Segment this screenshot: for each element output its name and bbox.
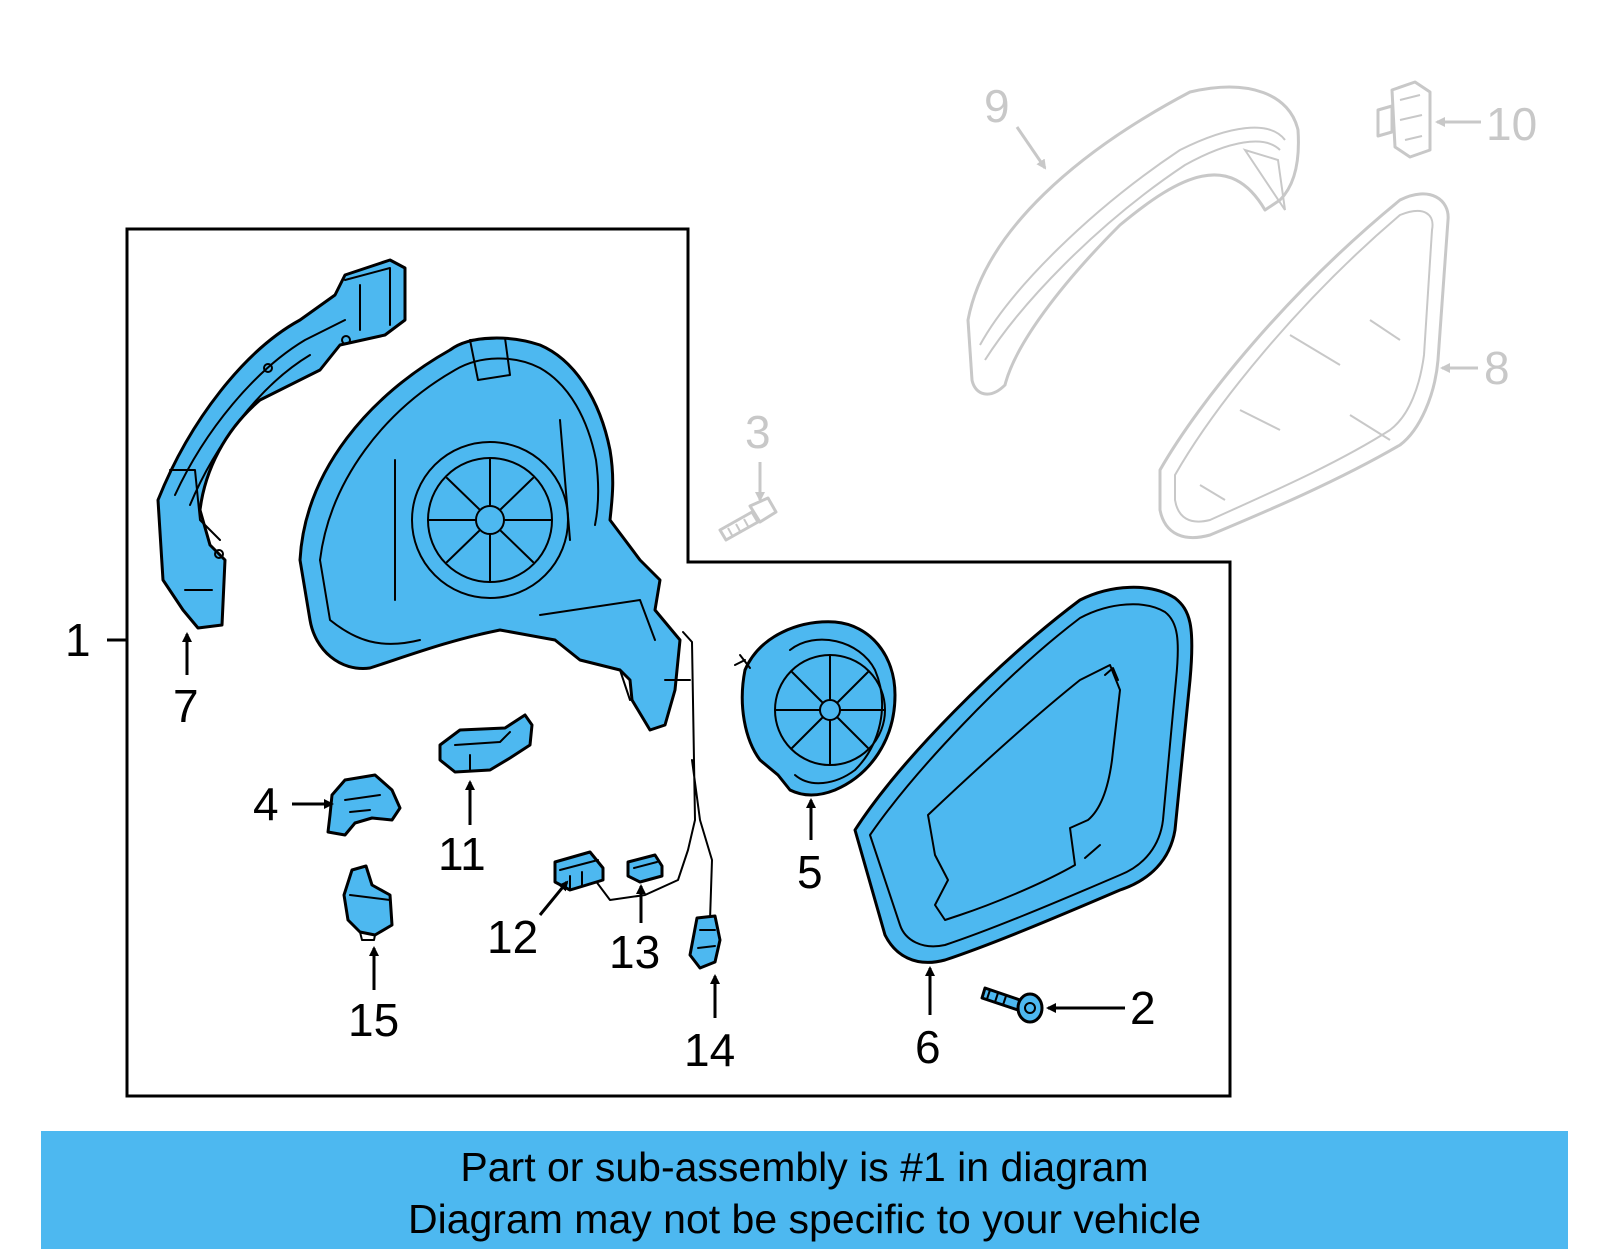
callout-7[interactable]: 7 (173, 680, 199, 732)
callout-6[interactable]: 6 (915, 1021, 941, 1073)
callout-12[interactable]: 12 (487, 911, 538, 963)
banner-line-assembly: Part or sub-assembly is #1 in diagram (460, 1144, 1149, 1190)
callout-4[interactable]: 4 (253, 778, 279, 830)
callout-13[interactable]: 13 (609, 926, 660, 978)
connector-part-14[interactable] (688, 914, 722, 970)
connector-part-13[interactable] (626, 853, 664, 884)
assembly-boundary (125, 227, 1232, 1098)
info-banner: Part or sub-assembly is #1 in diagram Di… (41, 1131, 1568, 1249)
leader-line-9 (1015, 126, 1047, 170)
callout-9[interactable]: 9 (984, 80, 1010, 132)
clip-part-10[interactable] (1376, 80, 1432, 159)
mirror-base-part-6[interactable] (853, 585, 1194, 964)
leader-line-12 (538, 880, 569, 916)
callout-11[interactable]: 11 (438, 828, 486, 880)
banner-line-disclaimer: Diagram may not be specific to your vehi… (407, 1196, 1201, 1242)
bracket-part-7[interactable] (156, 258, 407, 630)
callout-2[interactable]: 2 (1130, 982, 1156, 1034)
bolt-part-3[interactable] (718, 496, 778, 542)
clip-part-4[interactable] (326, 773, 402, 837)
switch-part-15[interactable] (342, 864, 394, 941)
connector-part-12[interactable] (553, 850, 605, 892)
mirror-housing-part-1[interactable] (298, 336, 713, 921)
callout-1[interactable]: 1 (65, 614, 91, 666)
callout-5[interactable]: 5 (797, 846, 823, 898)
callout-10[interactable]: 10 (1486, 98, 1537, 150)
mirror-cover-part-9[interactable] (966, 85, 1300, 396)
callout-14[interactable]: 14 (684, 1024, 735, 1076)
motor-part-5[interactable] (734, 620, 897, 797)
screw-part-2[interactable] (980, 986, 1044, 1024)
mirror-glass-part-8[interactable] (1158, 192, 1450, 540)
callout-15[interactable]: 15 (348, 994, 399, 1046)
sensor-part-11[interactable] (438, 713, 534, 774)
callout-8[interactable]: 8 (1484, 342, 1510, 394)
callout-3[interactable]: 3 (745, 406, 771, 458)
